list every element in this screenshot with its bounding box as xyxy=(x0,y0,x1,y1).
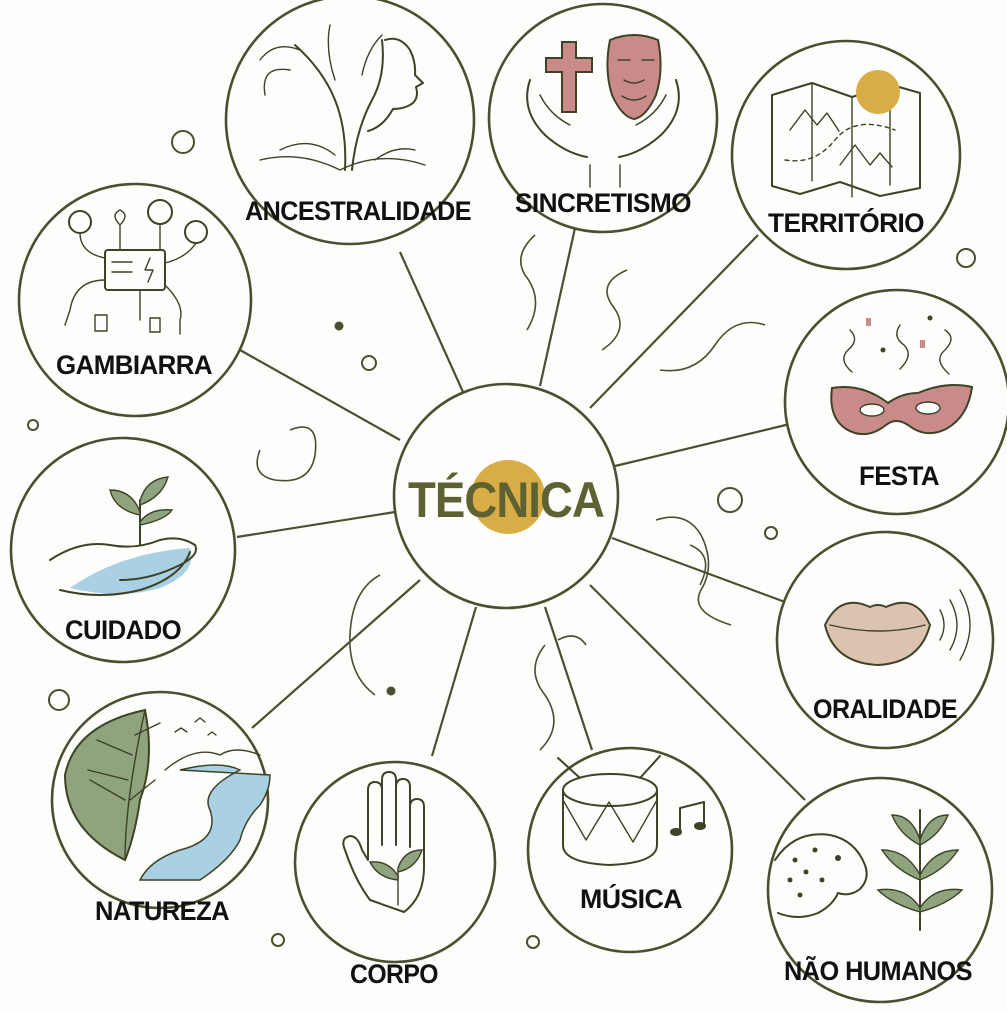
jaguar-plant-icon xyxy=(774,809,964,931)
connector-ancestralidade xyxy=(398,251,465,393)
node-label-nao-humanos: NÃO HUMANOS xyxy=(784,955,972,986)
bulbs-wires-icon xyxy=(64,199,208,335)
connector-oralidade xyxy=(611,536,786,604)
node-label-gambiarra: GAMBIARRA xyxy=(56,350,212,380)
tree-woman-icon xyxy=(259,24,426,171)
node-festa: FESTA xyxy=(783,288,1007,516)
node-label-musica: MÚSICA xyxy=(580,883,682,914)
connector-nao-humanos xyxy=(589,584,806,801)
decorative-dots xyxy=(27,130,976,949)
map-sun-icon xyxy=(771,70,921,198)
node-oralidade: ORALIDADE xyxy=(775,530,995,750)
lips-sound-icon xyxy=(823,589,971,667)
node-cuidado: CUIDADO xyxy=(9,436,237,664)
node-label-ancestralidade: ANCESTRALIDADE xyxy=(245,196,471,226)
node-gambiarra: GAMBIARRA xyxy=(17,182,253,418)
leaf-river-icon xyxy=(63,708,271,881)
connector-territorio xyxy=(589,234,759,409)
hand-seedling-icon xyxy=(49,476,197,596)
node-label-territorio: TERRITÓRIO xyxy=(768,207,924,238)
connector-gambiarra xyxy=(239,349,401,441)
carnival-mask-icon xyxy=(830,315,974,436)
connector-sincretismo xyxy=(538,227,577,387)
decorative-swirls xyxy=(256,234,766,751)
node-corpo: CORPO xyxy=(293,760,497,989)
connector-corpo xyxy=(430,606,478,757)
node-label-cuidado: CUIDADO xyxy=(65,615,181,645)
connector-festa xyxy=(614,422,791,468)
node-label-oralidade: ORALIDADE xyxy=(813,694,957,724)
center-node: TÉCNICA xyxy=(392,382,620,610)
connectors xyxy=(236,227,806,801)
node-musica: MÚSICA xyxy=(526,746,734,954)
hand-sprout-icon xyxy=(342,771,425,913)
connector-natureza xyxy=(251,579,421,729)
cross-mask-hands-icon xyxy=(526,34,680,188)
node-nao-humanos: NÃO HUMANOS xyxy=(766,776,994,1004)
node-natureza: NATUREZA xyxy=(50,690,271,926)
center-label: TÉCNICA xyxy=(408,472,604,528)
node-label-natureza: NATUREZA xyxy=(95,896,229,926)
connector-cuidado xyxy=(236,510,396,539)
node-ancestralidade: ANCESTRALIDADE xyxy=(224,0,476,246)
node-label-corpo: CORPO xyxy=(350,959,438,989)
node-label-festa: FESTA xyxy=(859,461,939,491)
node-sincretismo: SINCRETISMO xyxy=(487,2,719,234)
node-territorio: TERRITÓRIO xyxy=(730,39,962,271)
connector-musica xyxy=(543,606,594,751)
node-label-sincretismo: SINCRETISMO xyxy=(515,188,691,218)
drum-notes-icon xyxy=(557,755,706,866)
sun-accent xyxy=(471,460,545,534)
